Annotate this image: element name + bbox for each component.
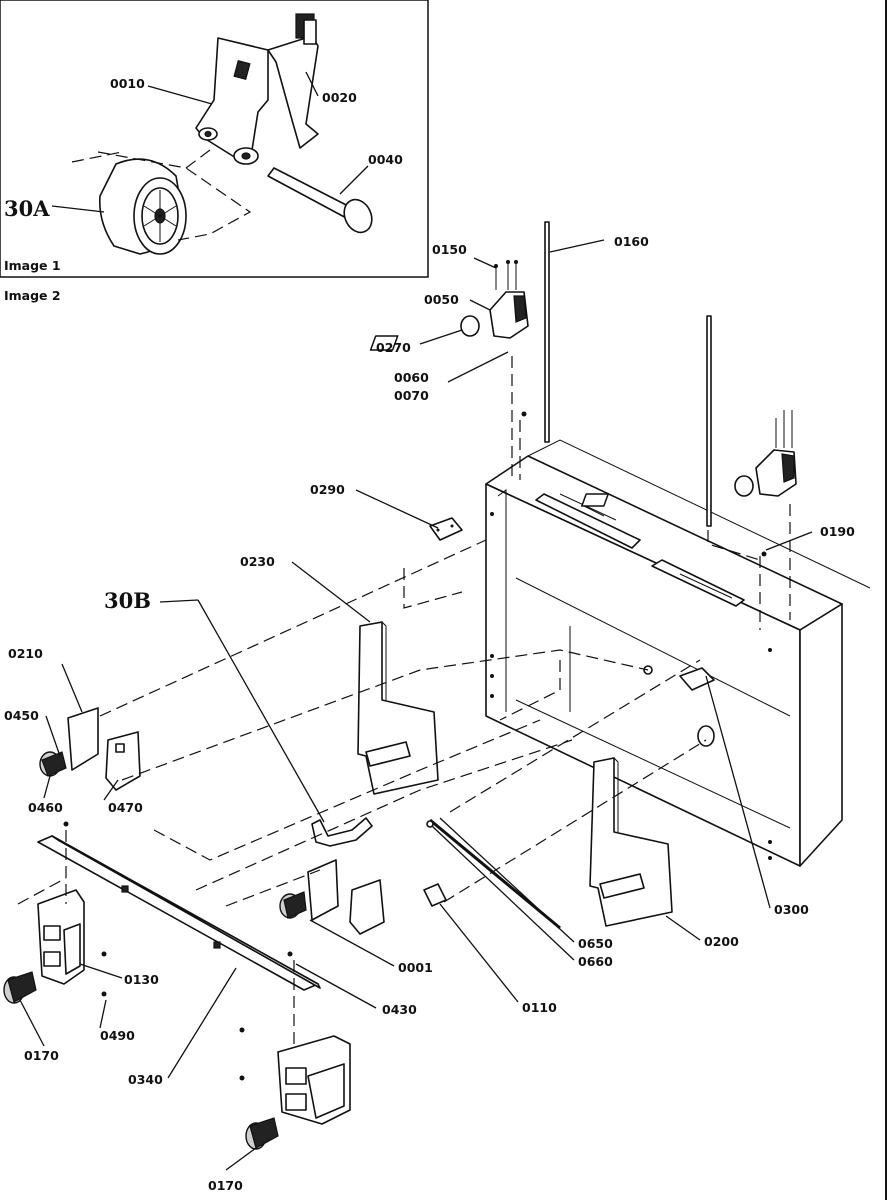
caster-bracket-left (37, 889, 85, 985)
assembly-dashed-lines (17, 539, 707, 1046)
callout-0170-right: 0170 (208, 1178, 243, 1193)
callout-0130: 0130 (124, 972, 159, 987)
image2-label: Image 2 (4, 288, 61, 303)
callout-0460: 0460 (28, 800, 63, 815)
caster-0170-left (3, 971, 37, 1004)
callout-0020: 0020 (322, 90, 357, 105)
rod-30b (311, 817, 373, 847)
inset-dashed-guides (71, 149, 252, 241)
caster-bracket-right (277, 1035, 351, 1125)
callout-0430: 0430 (382, 1002, 417, 1017)
callout-0150: 0150 (432, 242, 467, 257)
callout-0270: 0270 (376, 340, 411, 355)
image1-inset-frame (0, 0, 429, 278)
bracket-0050 (369, 260, 529, 351)
callout-0170-left: 0170 (24, 1048, 59, 1063)
bracket-0210-assembly (39, 707, 141, 791)
callout-0160: 0160 (614, 234, 649, 249)
rod-0160 (544, 221, 712, 527)
foot-0110 (423, 883, 447, 907)
channel-0340 (37, 835, 321, 991)
callout-30a: 30A (4, 196, 50, 221)
callout-0230: 0230 (240, 554, 275, 569)
callout-0070: 0070 (394, 388, 429, 403)
callout-0490: 0490 (100, 1028, 135, 1043)
plate-0290 (429, 517, 463, 541)
caster-0170-right (245, 1117, 279, 1150)
callout-0200: 0200 (704, 934, 739, 949)
callout-0470: 0470 (108, 800, 143, 815)
panel-0200 (589, 757, 673, 927)
callout-0300: 0300 (774, 902, 809, 917)
image1-label: Image 1 (4, 258, 61, 273)
screws (63, 411, 767, 1081)
callout-0010: 0010 (110, 76, 145, 91)
rod-guides (511, 356, 791, 630)
wheel-30a (98, 158, 187, 255)
bracket-0020 (267, 13, 319, 149)
bracket-0010 (195, 37, 269, 165)
callout-0001: 0001 (398, 960, 433, 975)
callout-0650: 0650 (578, 936, 613, 951)
bracket-upper-right (580, 410, 797, 507)
cabinet-frame (485, 439, 871, 867)
callout-0050: 0050 (424, 292, 459, 307)
callout-0190: 0190 (820, 524, 855, 539)
callout-0210: 0210 (8, 646, 43, 661)
rod-0650 (426, 818, 561, 930)
callout-0040: 0040 (368, 152, 403, 167)
callout-0660: 0660 (578, 954, 613, 969)
callout-0110: 0110 (522, 1000, 557, 1015)
leader-lines (19, 239, 813, 1171)
callout-30b: 30B (104, 588, 151, 613)
callout-0290: 0290 (310, 482, 345, 497)
axle-0040 (267, 167, 373, 234)
callout-0450: 0450 (4, 708, 39, 723)
panel-0230 (357, 621, 439, 795)
callout-0340: 0340 (128, 1072, 163, 1087)
bracket-0001-assembly (279, 859, 385, 935)
callout-0060: 0060 (394, 370, 429, 385)
